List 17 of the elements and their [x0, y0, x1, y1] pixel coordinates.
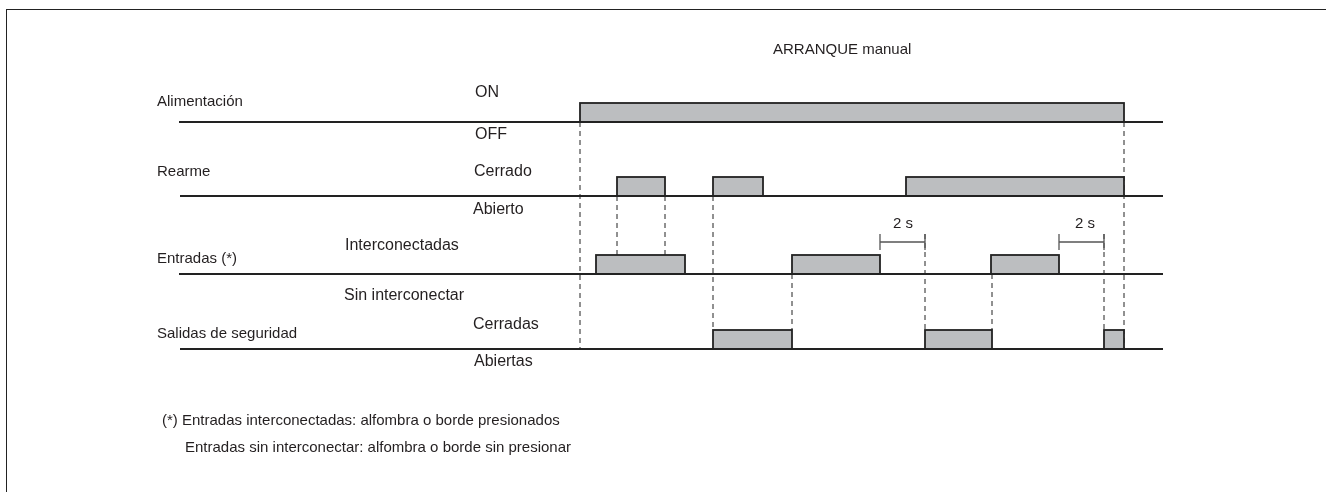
duration-label: 2 s: [1075, 214, 1095, 232]
signal-name: Rearme: [157, 162, 211, 180]
duration-label: 2 s: [893, 214, 913, 232]
state-label: OFF: [475, 125, 507, 144]
state-label: ON: [475, 83, 499, 102]
state-label: Sin interconectar: [344, 286, 465, 305]
state-label: Cerradas: [473, 315, 539, 334]
state-label: Abiertas: [474, 352, 533, 371]
state-label: Interconectadas: [345, 236, 459, 255]
state-label: Abierto: [473, 200, 524, 219]
state-label: Cerrado: [474, 162, 532, 181]
signal-name: Salidas de seguridad: [157, 324, 298, 342]
signal-name: Entradas (*): [157, 249, 238, 267]
mode-title: ARRANQUE manual: [773, 40, 912, 58]
footnote-text: Entradas sin interconectar: alfombra o borde sin presionar: [185, 438, 572, 456]
footnote-text: (*) Entradas interconectadas: alfombra o borde presionados: [162, 411, 560, 429]
signal-name: Alimentación: [157, 92, 243, 110]
